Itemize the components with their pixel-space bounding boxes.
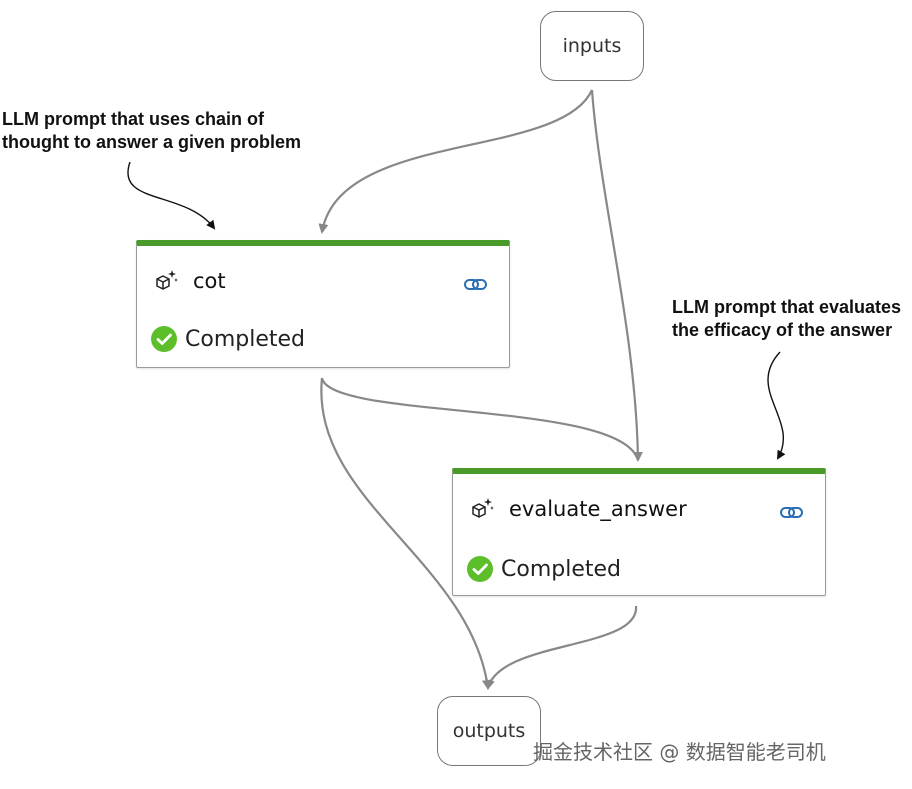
inputs-label: inputs — [562, 35, 622, 57]
edge-inputs-to-evaluate — [590, 89, 643, 462]
cot-title: cot — [193, 269, 226, 293]
cot-annotation: LLM prompt that uses chain of thought to… — [2, 108, 301, 154]
edge-inputs-to-cot — [318, 89, 593, 234]
evaluate-answer-status: Completed — [467, 556, 621, 582]
completed-check-icon — [151, 326, 177, 352]
cot-status-text: Completed — [185, 326, 305, 352]
link-icon[interactable] — [779, 502, 805, 524]
evaluate-answer-title: evaluate_answer — [509, 497, 687, 521]
evaluate-answer-status-text: Completed — [501, 556, 621, 582]
cot-node[interactable]: cot Completed — [136, 240, 510, 368]
edge-cot-to-evaluate — [320, 377, 640, 461]
evaluate-annotation: LLM prompt that evaluates the efficacy o… — [672, 296, 901, 342]
annotation-arrow-evaluate — [767, 351, 786, 460]
cot-annotation-line-2: thought to answer a given problem — [2, 132, 302, 152]
edge-evaluate-to-outputs — [485, 605, 638, 690]
inputs-node[interactable]: inputs — [540, 11, 644, 81]
llm-sparkle-cube-icon — [156, 270, 178, 290]
llm-sparkle-cube-icon — [472, 498, 494, 518]
completed-check-icon — [467, 556, 493, 582]
evaluate-annotation-line-1: LLM prompt that evaluates — [672, 297, 902, 317]
evaluate-annotation-line-2: the efficacy of the answer — [672, 320, 893, 340]
evaluate-answer-node[interactable]: evaluate_answer Completed — [452, 468, 826, 596]
outputs-label: outputs — [452, 720, 526, 742]
watermark: 掘金技术社区 @ 数据智能老司机 — [533, 740, 826, 764]
cot-annotation-line-1: LLM prompt that uses chain of — [2, 109, 265, 129]
link-icon[interactable] — [463, 274, 489, 296]
annotation-arrow-cot — [127, 161, 216, 230]
edge-cot-to-outputs — [320, 377, 492, 690]
outputs-node[interactable]: outputs — [437, 696, 541, 766]
cot-status: Completed — [151, 326, 305, 352]
